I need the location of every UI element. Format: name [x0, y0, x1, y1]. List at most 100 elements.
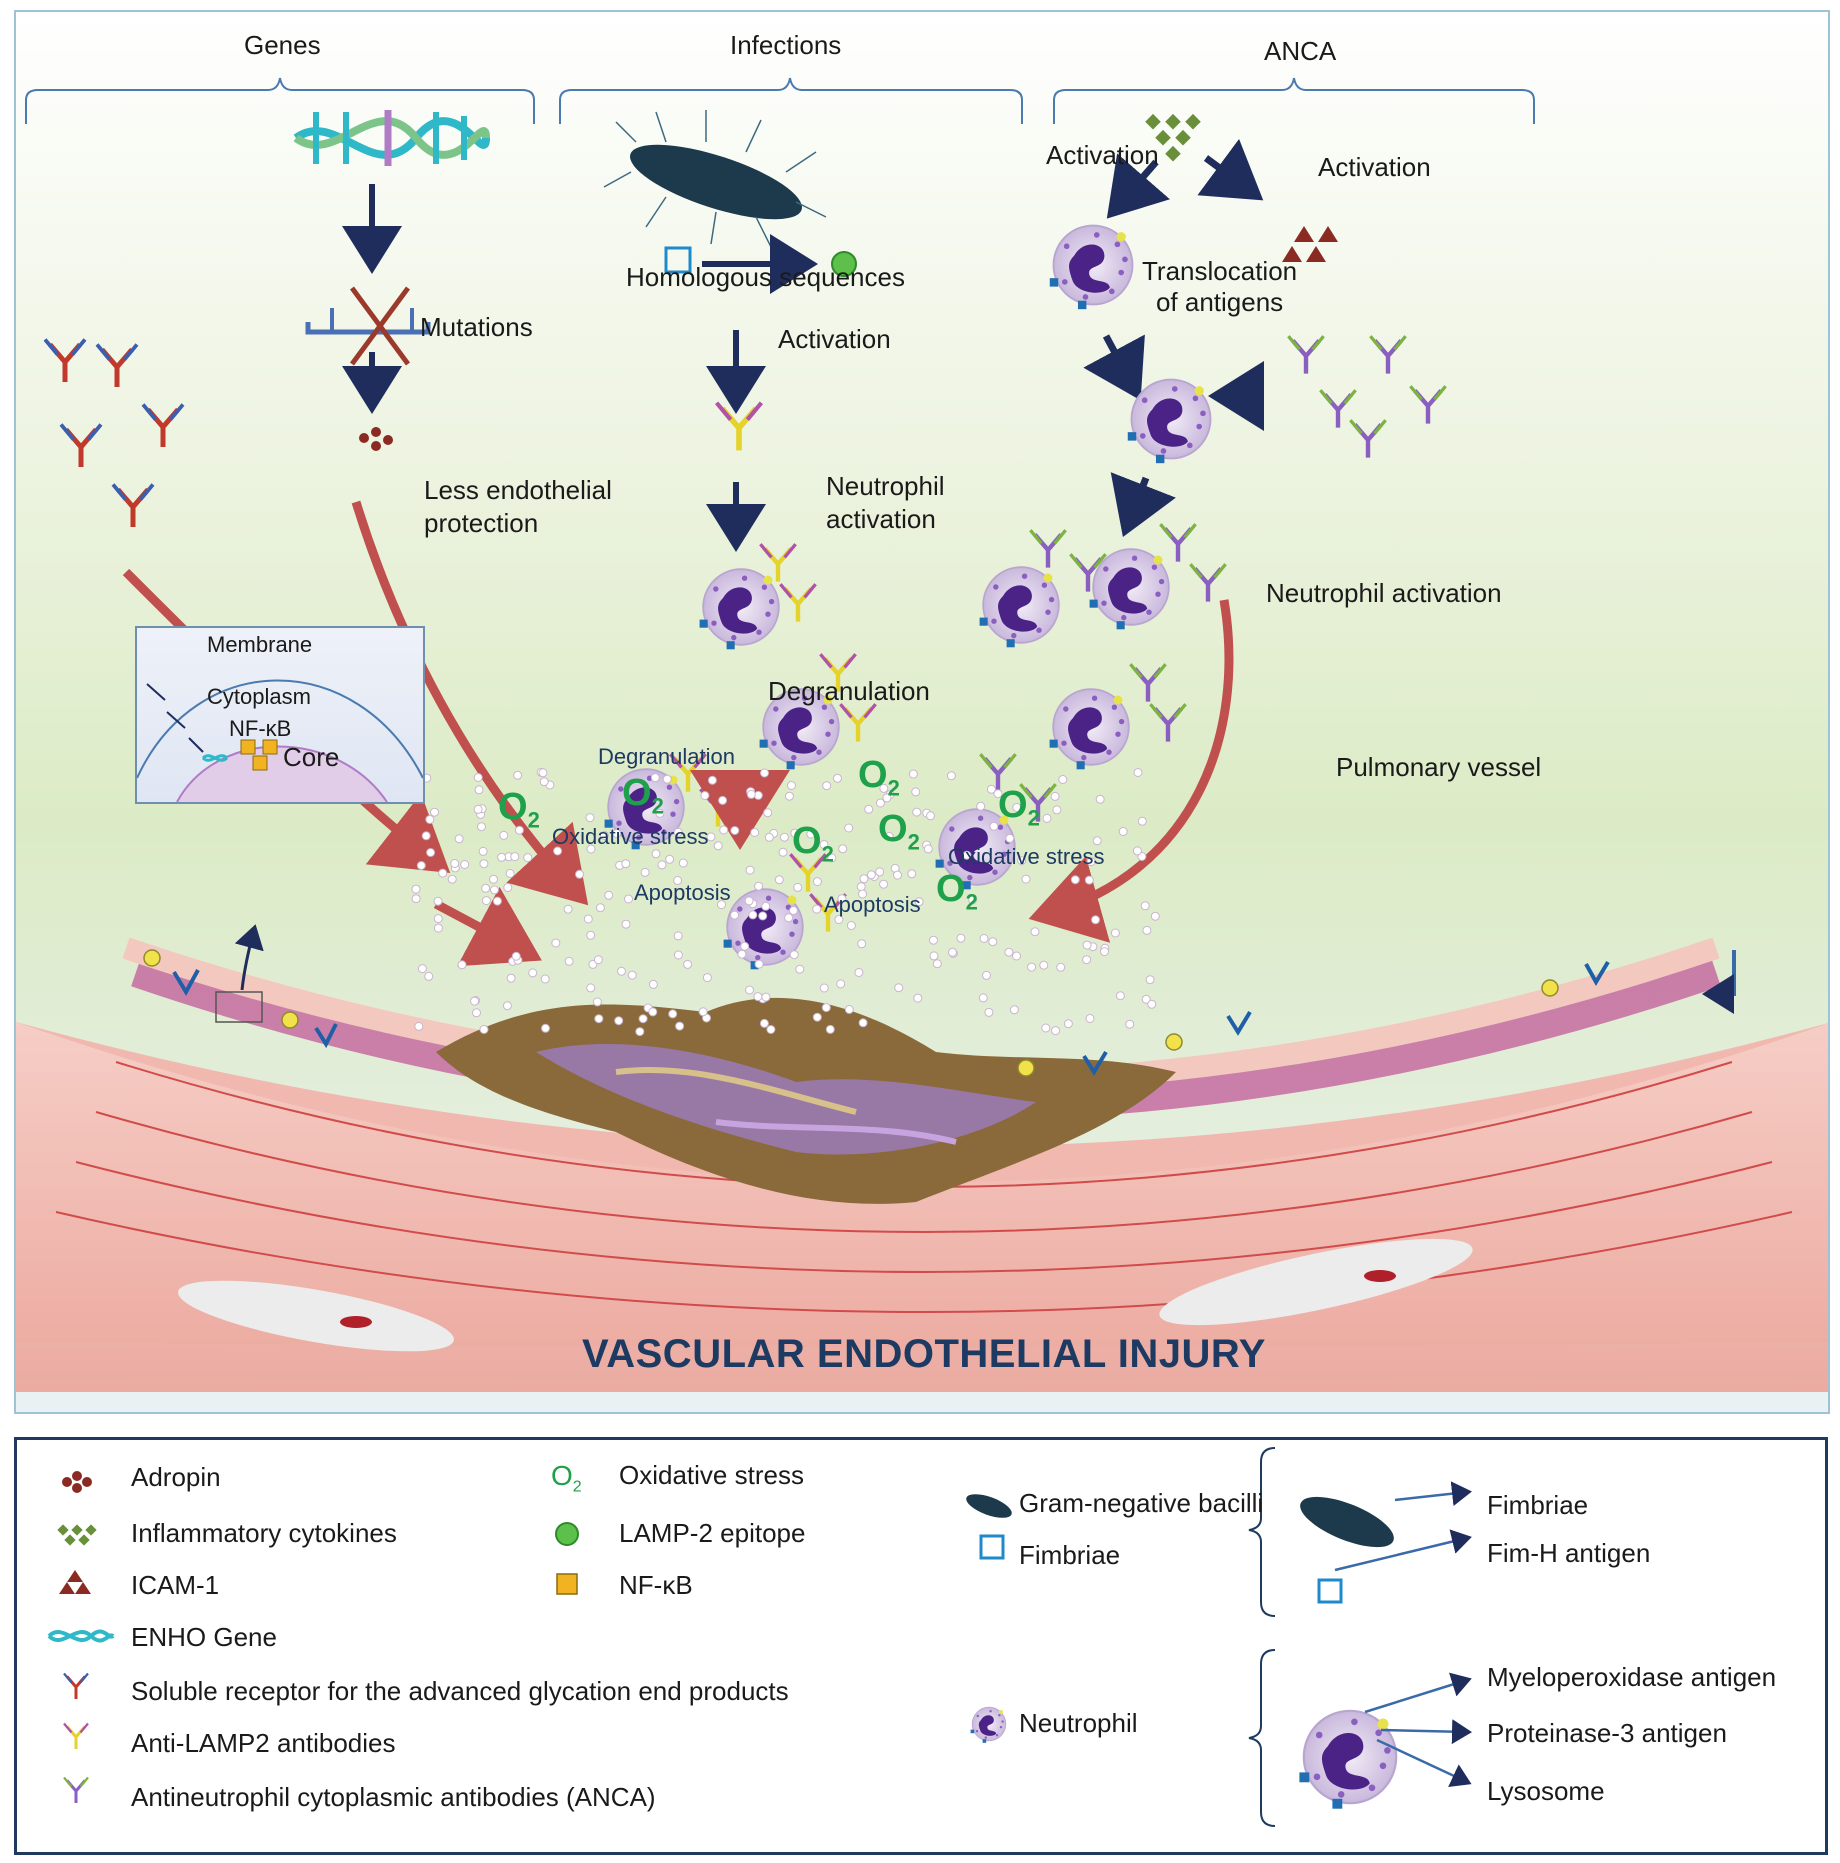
- haze-dot: [675, 1021, 685, 1031]
- haze-dot: [750, 828, 760, 837]
- haze-dot: [914, 897, 924, 907]
- o2-icon: O2: [858, 754, 900, 801]
- brace-anca: [1053, 77, 1535, 124]
- legend-srage: Soluble receptor for the advanced glycat…: [131, 1676, 789, 1706]
- haze-dot: [497, 852, 507, 862]
- haze-dot: [433, 896, 443, 906]
- haze-dot: [595, 903, 605, 913]
- haze-dot: [586, 844, 596, 854]
- label-degranulation-small: Degranulation: [598, 744, 735, 769]
- haze-dot: [844, 1005, 854, 1014]
- haze-dot: [662, 774, 672, 784]
- haze-dot: [1042, 813, 1052, 823]
- haze-dot: [740, 941, 750, 951]
- label-degranulation: Degranulation: [768, 676, 930, 706]
- o2-icon: O2: [936, 868, 978, 915]
- haze-dot: [745, 985, 754, 995]
- haze-dot: [1050, 791, 1060, 801]
- bacillus-icon: [603, 110, 827, 248]
- haze-dot: [668, 1009, 678, 1019]
- brace-infections: [559, 77, 1023, 124]
- haze-dot: [673, 827, 683, 837]
- haze-dot: [779, 832, 789, 842]
- legend: Adropin Inflammatory cytokines ICAM-1 EN…: [14, 1437, 1828, 1855]
- haze-dot: [510, 852, 520, 862]
- legend-detail-mpo: Myeloperoxidase antigen: [1487, 1662, 1777, 1692]
- haze-dot: [774, 875, 784, 885]
- haze-dot: [553, 846, 563, 856]
- srage-antibodies: [45, 340, 183, 528]
- haze-dot: [1110, 928, 1120, 938]
- haze-dot: [875, 798, 885, 808]
- haze-dot: [1009, 1005, 1019, 1015]
- haze-dot: [683, 959, 693, 969]
- label-oxidative-stress-2: Oxidative stress: [948, 844, 1105, 869]
- haze-dot: [438, 868, 448, 878]
- haze-dot: [753, 992, 763, 1002]
- label-activation-right: Activation: [1318, 152, 1431, 182]
- haze-dot: [470, 996, 480, 1006]
- haze-dot: [1150, 911, 1160, 921]
- haze-dot: [433, 914, 443, 924]
- haze-dot: [790, 828, 800, 838]
- haze-dot: [541, 1023, 550, 1033]
- haze-dot: [754, 881, 764, 891]
- label-mutations: Mutations: [420, 312, 533, 342]
- haze-dot: [673, 950, 683, 960]
- haze-dot: [879, 783, 889, 793]
- haze-dot: [789, 950, 799, 960]
- haze-dot: [474, 785, 484, 795]
- haze-dot: [812, 1012, 822, 1022]
- haze-dot: [846, 921, 856, 930]
- haze-dot: [825, 1024, 835, 1034]
- label-oxidative-stress-1: Oxidative stress: [552, 824, 709, 849]
- haze-dot: [1147, 999, 1157, 1009]
- haze-dot: [489, 874, 498, 884]
- haze-dot: [982, 970, 991, 980]
- haze-dot: [968, 895, 978, 905]
- haze-dot: [593, 955, 603, 965]
- haze-dot: [539, 777, 549, 787]
- mutation-icon: [305, 286, 431, 366]
- haze-dot: [450, 859, 460, 868]
- haze-dot: [1125, 1019, 1135, 1029]
- adropin-dots-icon: [359, 427, 393, 451]
- haze-dot: [472, 1008, 481, 1018]
- haze-dot: [746, 789, 756, 799]
- haze-dot: [624, 894, 633, 904]
- haze-dot: [481, 883, 491, 893]
- o2-icon: O2: [498, 786, 540, 833]
- brace-genes: [25, 77, 535, 124]
- haze-dot: [433, 923, 443, 933]
- haze-dot: [984, 1007, 994, 1017]
- label-apoptosis-1: Apoptosis: [634, 880, 731, 905]
- haze-dot: [640, 867, 650, 877]
- haze-dot: [585, 813, 595, 823]
- legend-detail-pr3: Proteinase-3 antigen: [1487, 1718, 1727, 1748]
- haze-dot: [789, 906, 798, 915]
- haze-dot: [492, 896, 502, 906]
- inset-cytoplasm: Cytoplasm: [207, 684, 311, 709]
- haze-dot: [836, 979, 846, 989]
- label-genes: Genes: [244, 30, 321, 60]
- haze-dot: [1005, 833, 1015, 843]
- haze-dot: [706, 832, 716, 842]
- label-activation-infection: Activation: [778, 324, 891, 354]
- haze-dot: [1115, 991, 1125, 1001]
- haze-dot: [1137, 816, 1147, 826]
- haze-dot: [713, 841, 723, 851]
- haze-dot: [430, 807, 439, 817]
- haze-dot: [426, 848, 436, 857]
- haze-dot: [1141, 994, 1151, 1004]
- haze-dot: [1012, 803, 1022, 812]
- haze-dot: [1058, 775, 1068, 784]
- haze-dot: [812, 877, 822, 887]
- legend-lamp2-epitope: LAMP-2 epitope: [619, 1518, 806, 1548]
- haze-dot: [586, 983, 596, 993]
- haze-dot: [411, 884, 421, 894]
- haze-dot: [454, 834, 464, 844]
- o2-icon: O2: [622, 772, 664, 819]
- haze-dot: [717, 900, 726, 910]
- haze-dot: [766, 1025, 776, 1034]
- haze-dot: [748, 910, 758, 920]
